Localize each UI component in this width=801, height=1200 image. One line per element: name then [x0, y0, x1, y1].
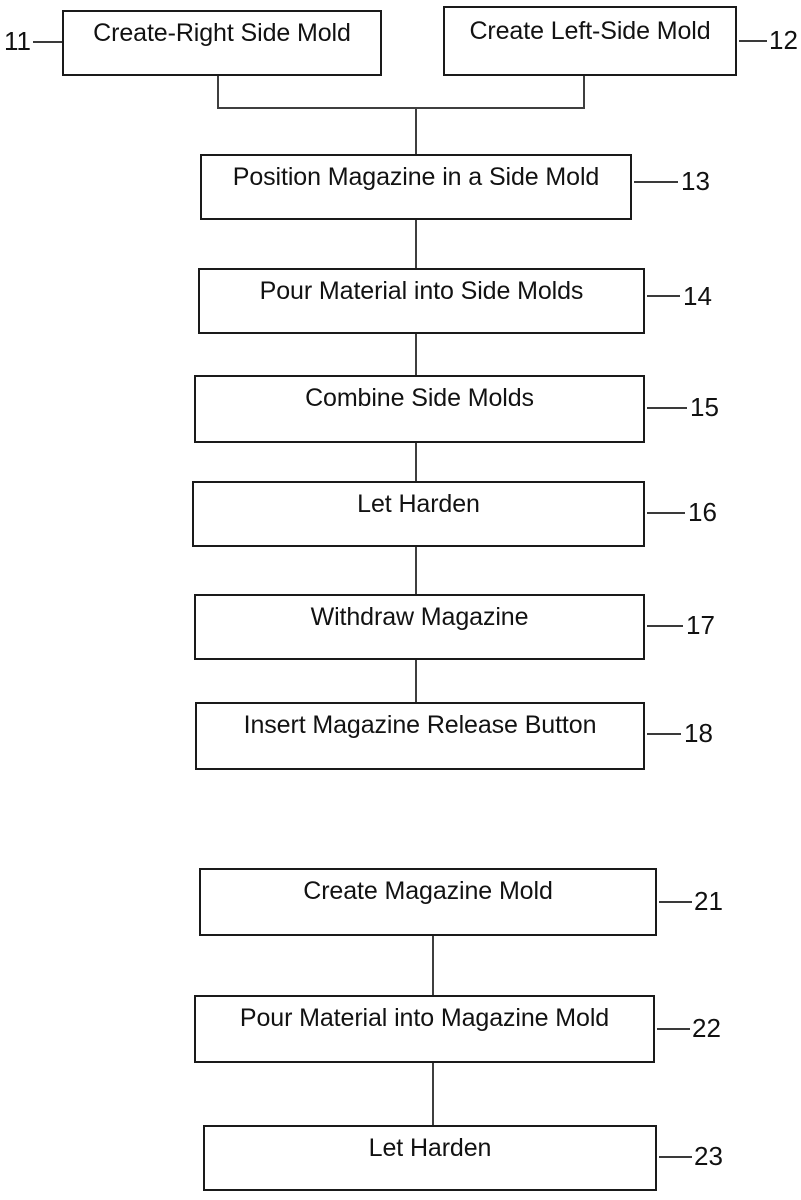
flowchart-node-17[interactable]: Withdraw Magazine — [194, 594, 645, 660]
reference-numeral-18: 18 — [684, 718, 713, 748]
flowchart-node-23[interactable]: Let Harden — [203, 1125, 657, 1191]
flowchart-node-13-label: Position Magazine in a Side Mold — [232, 163, 600, 191]
flowchart-node-17-label: Withdraw Magazine — [310, 603, 529, 631]
leader-line-18 — [647, 733, 681, 735]
connector-22-to-23 — [432, 1063, 434, 1125]
flowchart-node-21[interactable]: Create Magazine Mold — [199, 868, 657, 936]
leader-line-12 — [739, 40, 767, 42]
connector-12-drop — [583, 76, 585, 109]
flowchart-node-18[interactable]: Insert Magazine Release Button — [195, 702, 645, 770]
connector-17-to-18 — [415, 660, 417, 702]
leader-line-14 — [647, 295, 680, 297]
flowchart-node-12-label: Create Left-Side Mold — [469, 17, 711, 45]
leader-line-22 — [657, 1028, 690, 1030]
reference-numeral-21: 21 — [694, 886, 723, 916]
connector-merge-bar — [217, 107, 585, 109]
connector-15-to-16 — [415, 443, 417, 481]
flowchart-node-14[interactable]: Pour Material into Side Molds — [198, 268, 645, 334]
flowchart-node-18-label: Insert Magazine Release Button — [243, 711, 597, 739]
connector-16-to-17 — [415, 547, 417, 594]
reference-numeral-14: 14 — [683, 281, 712, 311]
leader-line-23 — [659, 1156, 692, 1158]
connector-14-to-15 — [415, 334, 417, 375]
flowchart-node-22[interactable]: Pour Material into Magazine Mold — [194, 995, 655, 1063]
reference-numeral-17: 17 — [686, 610, 715, 640]
flowchart-node-22-label: Pour Material into Magazine Mold — [239, 1004, 610, 1032]
leader-line-11 — [33, 41, 62, 43]
flowchart-node-13[interactable]: Position Magazine in a Side Mold — [200, 154, 632, 220]
flowchart-node-15[interactable]: Combine Side Molds — [194, 375, 645, 443]
flowchart-node-14-label: Pour Material into Side Molds — [259, 277, 584, 305]
flowchart-node-11[interactable]: Create-Right Side Mold — [62, 10, 382, 76]
flowchart-node-21-label: Create Magazine Mold — [303, 877, 553, 905]
connector-13-to-14 — [415, 220, 417, 268]
leader-line-16 — [647, 512, 685, 514]
flowchart-node-12[interactable]: Create Left-Side Mold — [443, 6, 737, 76]
leader-line-21 — [659, 901, 692, 903]
reference-numeral-23: 23 — [694, 1141, 723, 1171]
connector-11-drop — [217, 76, 219, 109]
connector-merge-to-13 — [415, 107, 417, 155]
flowchart-node-16[interactable]: Let Harden — [192, 481, 645, 547]
reference-numeral-22: 22 — [692, 1013, 721, 1043]
reference-numeral-12: 12 — [769, 25, 798, 55]
flowchart-node-16-label: Let Harden — [357, 490, 480, 518]
leader-line-13 — [634, 181, 678, 183]
flowchart-node-23-label: Let Harden — [368, 1134, 492, 1162]
reference-numeral-13: 13 — [681, 166, 710, 196]
reference-numeral-15: 15 — [690, 392, 719, 422]
reference-numeral-11: 11 — [4, 26, 31, 56]
flowchart-node-11-label: Create-Right Side Mold — [93, 19, 351, 47]
leader-line-17 — [647, 625, 683, 627]
flowchart-node-15-label: Combine Side Molds — [305, 384, 534, 412]
reference-numeral-16: 16 — [688, 497, 717, 527]
connector-21-to-22 — [432, 936, 434, 995]
leader-line-15 — [647, 407, 687, 409]
